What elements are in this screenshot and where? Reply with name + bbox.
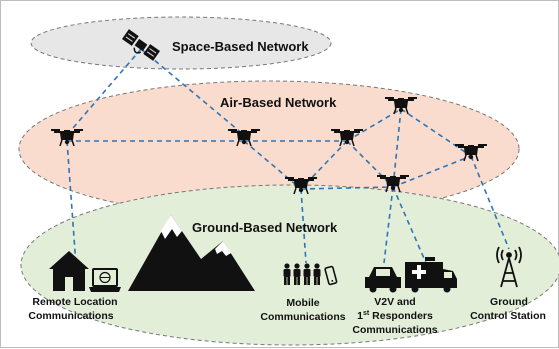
ambulance-icon [405, 257, 457, 293]
tower-icon [496, 246, 522, 288]
ground-network-region [20, 184, 559, 346]
responders-superscript: st [363, 310, 370, 317]
mobile-label: Mobile [286, 297, 319, 309]
responders-number: 1 [357, 310, 363, 322]
remote-communications-label: Communications [28, 310, 113, 322]
ground-network-label: Ground-Based Network [192, 220, 338, 235]
v2v-label: V2V and [374, 296, 415, 308]
control-station-label: Control Station [470, 310, 546, 322]
laptop-icon [89, 268, 121, 292]
ground-label: Ground [490, 296, 528, 308]
car-icon [365, 267, 401, 293]
v2v-communications-label: Communications [352, 324, 437, 336]
responders-text: Responders [369, 310, 433, 322]
satellite-icon [121, 29, 161, 61]
mobile-communications-label: Communications [260, 311, 345, 323]
space-network-region [30, 16, 332, 70]
mountain-icon [128, 215, 255, 291]
first-responders-label: 1st Responders [357, 310, 433, 322]
air-network-label: Air-Based Network [220, 95, 337, 110]
house-icon [49, 251, 89, 291]
phone-icon [324, 265, 338, 286]
space-network-label: Space-Based Network [172, 39, 309, 54]
communication-links [66, 48, 510, 280]
remote-location-label: Remote Location [32, 296, 117, 308]
